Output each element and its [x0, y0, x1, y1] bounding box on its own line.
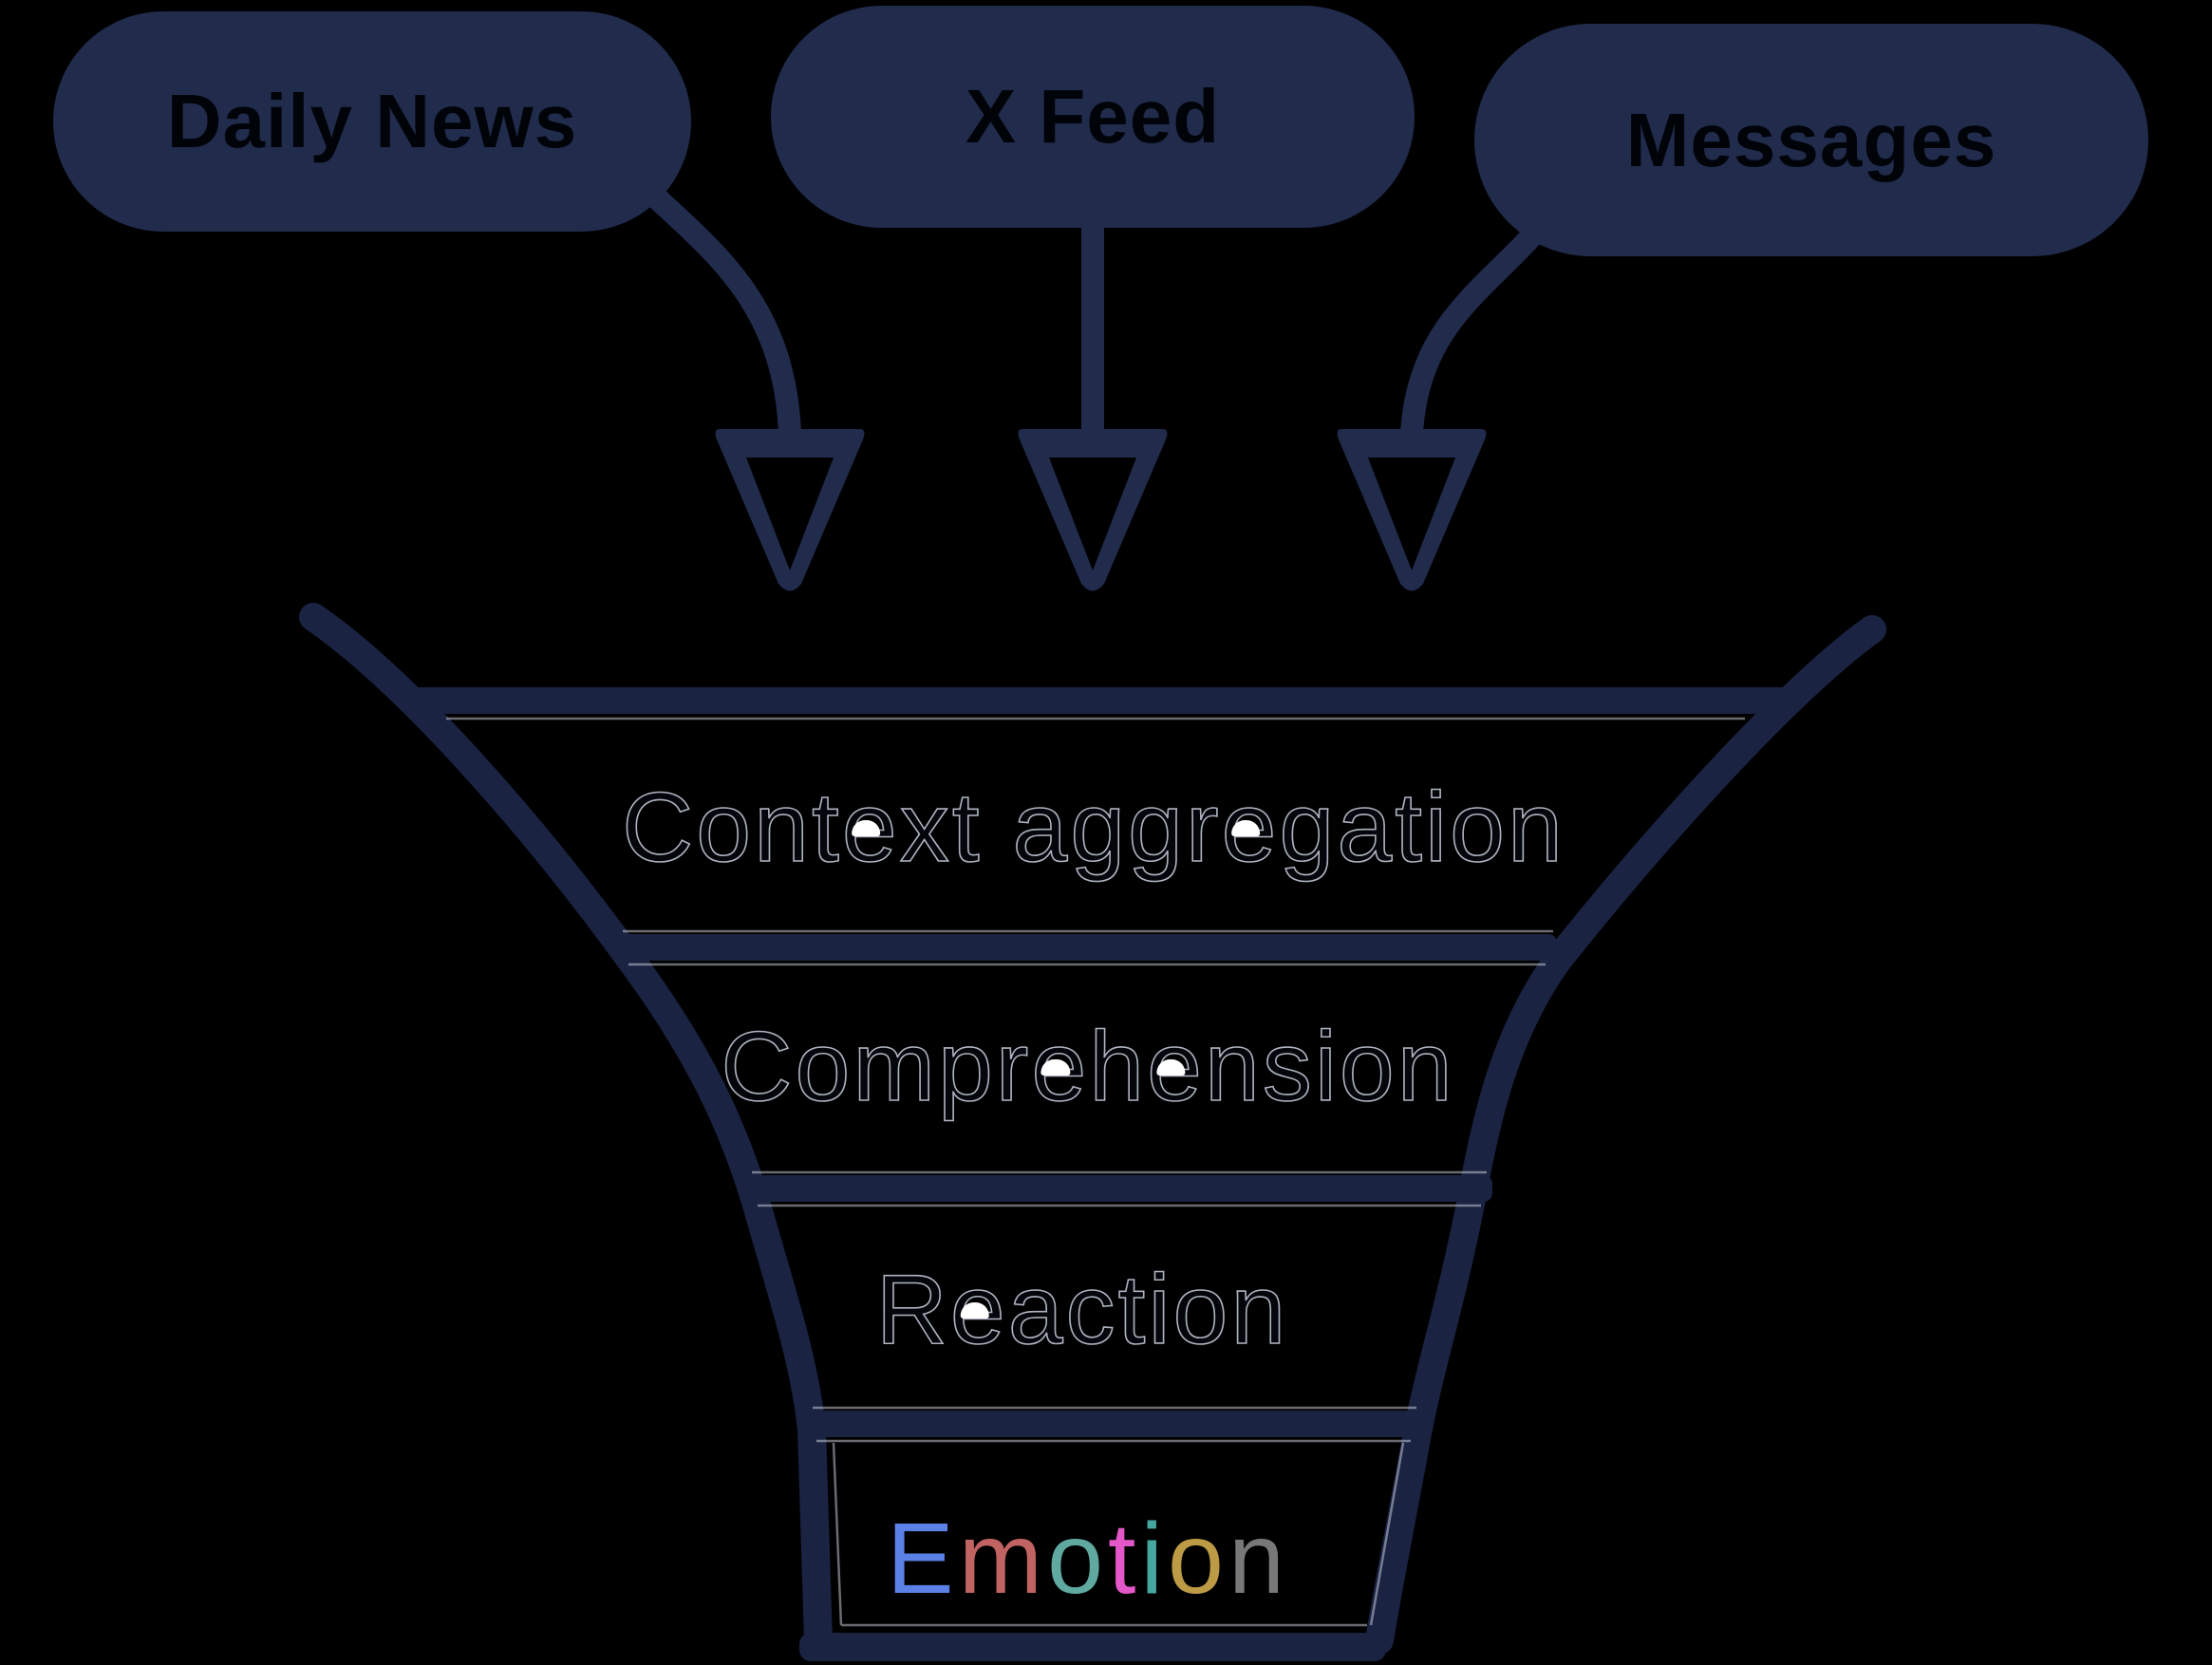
funnel-bar-3	[748, 1175, 1492, 1202]
connector-messages-line	[1400, 222, 1546, 444]
source-bubble-x-feed: X Feed	[771, 6, 1415, 228]
stage-label-context-aggregation: Context aggregation	[621, 773, 1565, 883]
funnel-right-edge-line	[1365, 615, 1886, 1655]
funnel-bar-4	[807, 1411, 1419, 1437]
stage-label-emotion: Emotion	[887, 1503, 1289, 1615]
funnel-bar-top	[403, 687, 1800, 714]
stage-label-reaction: Reaction	[875, 1255, 1289, 1365]
source-bubble-messages: Messages	[1474, 24, 2148, 256]
funnel-bar-bottom	[799, 1633, 1386, 1661]
source-bubble-daily-news: Daily News	[53, 11, 691, 232]
source-label-x-feed: X Feed	[965, 74, 1221, 159]
arrow-down-icon	[1018, 429, 1168, 591]
connector-daily-news-line	[642, 183, 801, 444]
source-label-messages: Messages	[1625, 97, 1997, 182]
source-label-daily-news: Daily News	[166, 79, 578, 163]
funnel-bar-2	[615, 934, 1557, 961]
arrow-down-icon	[715, 429, 865, 591]
funnel-left-edge-line	[299, 603, 833, 1656]
arrow-down-icon	[1337, 429, 1487, 591]
stage-label-comprehension: Comprehension	[721, 1012, 1455, 1122]
funnel-inner-edge-lines	[446, 717, 1745, 1627]
